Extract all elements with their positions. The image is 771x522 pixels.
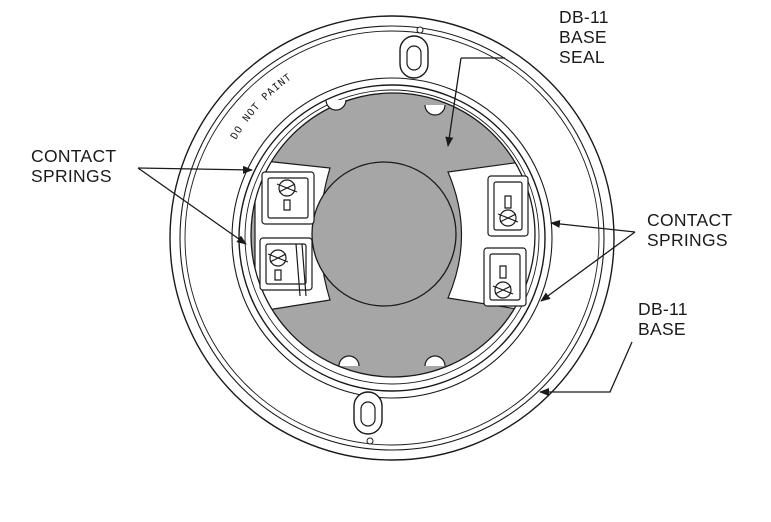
- left-springs-arrow-1: [137, 165, 253, 174]
- screw-slot-bottom: [353, 391, 383, 445]
- base-label-line2: BASE: [638, 319, 686, 339]
- left-contact-springs: [259, 171, 315, 297]
- base-label: DB-11 BASE: [638, 299, 688, 339]
- base-ring-3: [184, 30, 600, 446]
- base-label-line1: DB-11: [638, 299, 688, 319]
- left-contact-springs-label-line2: SPRINGS: [31, 166, 112, 186]
- seal-notch-bottom-left: [338, 355, 360, 367]
- left-springs-arrow-2: [137, 167, 247, 245]
- seal-notch-top-right: [424, 104, 446, 116]
- left-contact-springs-label-line1: CONTACT: [31, 146, 117, 166]
- base-ring-4: [231, 77, 553, 399]
- base-seal-label-line3: SEAL: [559, 47, 605, 67]
- base-seal-label-line2: BASE: [559, 27, 607, 47]
- seal-notch-top-left: [325, 99, 347, 111]
- seal-arrow: [445, 57, 462, 147]
- right-contact-springs-label-line1: CONTACT: [647, 210, 733, 230]
- base-leader: [539, 341, 633, 396]
- right-contact-springs-label: CONTACT SPRINGS: [647, 210, 732, 250]
- base-seal-label: DB-11 BASE SEAL: [559, 7, 609, 67]
- base-outer-ring: [169, 15, 615, 461]
- seal-edge: [250, 92, 536, 378]
- right-contact-springs: [483, 175, 529, 307]
- screw-slot-top: [399, 26, 429, 79]
- base-ring-2: [179, 25, 605, 451]
- do-not-paint-imprint: DO NOT PAINT: [229, 72, 294, 142]
- right-springs-arrow-1: [550, 219, 636, 233]
- right-contact-springs-label-line2: SPRINGS: [647, 230, 728, 250]
- base-seal-label-line1: DB-11: [559, 7, 609, 27]
- left-contact-springs-label: CONTACT SPRINGS: [31, 146, 116, 186]
- seal-notch-bottom-right: [424, 355, 446, 367]
- right-springs-arrow-2: [540, 231, 636, 302]
